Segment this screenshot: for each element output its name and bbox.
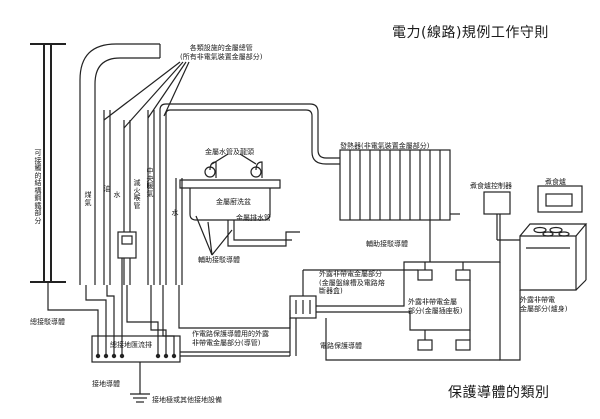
earth-conductor-label: 接地導體	[92, 380, 120, 388]
cooker-label: 煮食爐	[545, 178, 566, 186]
diagram-title: 電力(線路)規例工作守則	[392, 25, 549, 41]
water-label: 水	[113, 191, 121, 199]
earthing-terminal	[91, 335, 181, 363]
earth-electrode-label: 接地極或其他接地設備	[152, 396, 222, 404]
radiator-aux-label: 輔助接駁導體	[366, 240, 408, 248]
conduit-note-line2: 非帶電金屬部分(導管)	[192, 338, 261, 347]
ext-metal-1-label: 外露非帶電金屬部分 (金屬盤線槽及電路熔斷器盒)	[319, 270, 389, 296]
radiator-label: 發熱器(非電氣裝置金屬部分)	[340, 142, 430, 150]
cooker	[519, 185, 588, 291]
fire-label: 滅火喉管	[133, 179, 141, 210]
ext-metal-3-label: 外露非帶電 金屬部分(爐身)	[520, 296, 567, 313]
central-heating-label: 中央暖氣	[146, 167, 154, 198]
cooker-controller-label: 煮食爐控制器	[470, 182, 512, 190]
drain-label: 金屬排水管	[236, 214, 271, 222]
ext-metal-2-label: 外露非帶電金屬 部分(金屬插座板)	[408, 298, 462, 315]
aux-conductor-label: 輔助接駁導體	[198, 256, 240, 264]
gas-label: 煤氣	[84, 191, 92, 207]
ext-metal-3-line1: 外露非帶電	[520, 296, 555, 304]
ext-metal-1-line1: 外露非帶電金屬部分	[319, 270, 382, 278]
ext-metal-2-line1: 外露非帶電金屬	[408, 298, 457, 306]
circuit-wiring	[302, 214, 521, 361]
fuse-box	[289, 295, 317, 319]
gas-pipe	[79, 43, 161, 285]
main-bonding-label: 總接駁導體	[30, 318, 65, 326]
ext-metal-3-line2: 金屬部分(爐身)	[520, 304, 568, 313]
structural-steel-label: 可接觸的結構鋼鐵部分	[34, 149, 42, 225]
meter-dial	[121, 235, 133, 245]
cooker-controller	[483, 191, 511, 215]
water2-label: 水	[171, 209, 179, 217]
radiator	[339, 149, 460, 221]
earth-electrode	[130, 362, 150, 403]
tap-pointer	[211, 153, 229, 165]
aux-conductor-pointers	[195, 215, 233, 256]
circuit-protective-label: 電路保護導體	[320, 342, 362, 350]
diagram-subtitle: 保護導體的類別	[448, 385, 550, 401]
main-pipes-label-line2: (所有非電氣裝置金屬部分)	[180, 52, 263, 61]
terminal-label: 總接地匯流排	[110, 341, 152, 349]
ext-metal-1-line2: (金屬盤線槽及電路熔斷器盒)	[319, 278, 385, 296]
main-pipes-label: 各類設施的金屬總管 (所有非電氣裝置金屬部分)	[180, 44, 262, 61]
main-pipes-pointers	[103, 61, 190, 129]
tap-pointer-2	[239, 153, 257, 165]
bonding-conductors	[47, 258, 291, 354]
ext-metal-2-line2: 部分(金屬插座板)	[408, 306, 463, 315]
main-pipes-label-line1: 各類設施的金屬總管	[189, 44, 253, 52]
tap-label: 金屬水管及龍頭	[205, 148, 254, 156]
sink-label: 金屬廚洗盆	[216, 198, 251, 206]
conduit-note-label: 作電路保護導體用的外露 非帶電金屬部分(導管)	[192, 330, 269, 347]
oil-label: 油	[103, 185, 111, 193]
conduit-note-line1: 作電路保護導體用的外露	[192, 330, 269, 338]
structural-steel-column	[30, 43, 66, 283]
